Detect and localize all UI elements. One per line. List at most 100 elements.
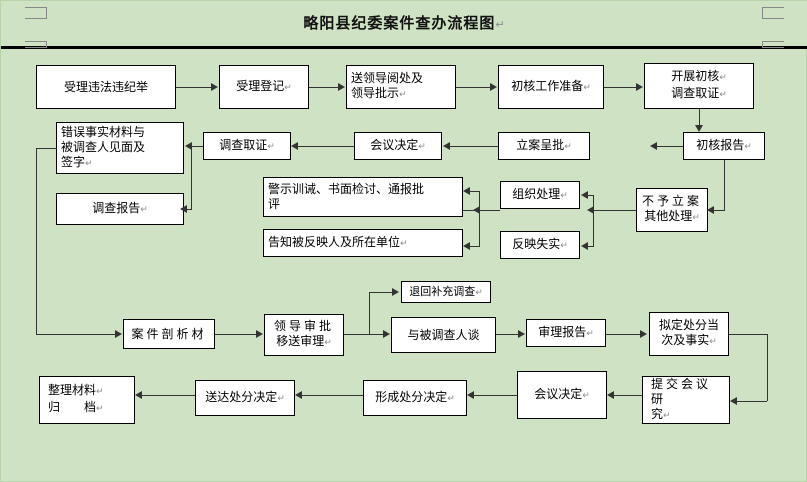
pilcrow-mark: ↵ bbox=[663, 410, 671, 421]
node-return-for-more[interactable]: 退回补充调查↵ bbox=[401, 281, 491, 303]
pilcrow-mark: ↵ bbox=[96, 387, 104, 397]
node-label: 初核工作准备 bbox=[511, 78, 584, 93]
pilcrow-mark: ↵ bbox=[399, 90, 407, 100]
connector-prelim-to-report bbox=[699, 109, 700, 127]
arrowhead-notify bbox=[463, 242, 470, 250]
node-case-analysis-material[interactable]: 案件剖析材 bbox=[123, 319, 215, 349]
node-evidence-collection[interactable]: 调查取证↵ bbox=[203, 132, 291, 160]
arrowhead-r5-b bbox=[467, 391, 474, 399]
arrowhead-report-untrue bbox=[581, 242, 588, 250]
connector-r2-a bbox=[656, 146, 683, 147]
node-label: 警示训诫、书面检讨、通报批 bbox=[268, 182, 425, 196]
pilcrow-mark: ↵ bbox=[400, 238, 408, 249]
pilcrow-mark: ↵ bbox=[447, 393, 455, 404]
node-label: 评 bbox=[268, 197, 281, 211]
pilcrow-mark: ↵ bbox=[564, 141, 572, 152]
node-org-handling[interactable]: 组织处理↵ bbox=[500, 181, 580, 209]
pilcrow-mark: ↵ bbox=[582, 390, 590, 401]
arrowhead-r2-a bbox=[650, 142, 657, 150]
node-warning-measures[interactable]: 警示训诫、书面检讨、通报批 评 bbox=[263, 177, 463, 217]
connector-r4-b bbox=[344, 334, 384, 335]
crop-mark-top-left bbox=[25, 7, 47, 19]
node-receive-report[interactable]: 受理违法违纪举 bbox=[36, 65, 176, 109]
node-label: 形成处分决定 bbox=[375, 389, 448, 404]
arrowhead-r2-b bbox=[443, 142, 450, 150]
node-archive-materials[interactable]: 整理材料↵ 归 档↵ bbox=[39, 376, 135, 424]
node-label: 送领导阅处及 bbox=[351, 71, 424, 85]
arrowhead-r5-c bbox=[295, 391, 302, 399]
node-meeting-decision-1[interactable]: 会议决定↵ bbox=[354, 132, 442, 160]
node-prelim-prep[interactable]: 初核工作准备↵ bbox=[498, 65, 604, 109]
header-band bbox=[1, 1, 807, 47]
connector-return-branch-h bbox=[369, 292, 393, 293]
node-investigation-report[interactable]: 调查报告↵ bbox=[56, 193, 184, 225]
pilcrow-mark: ↵ bbox=[418, 141, 426, 152]
arrowhead-case-analysis bbox=[115, 330, 122, 338]
arrowhead-nocase bbox=[707, 206, 714, 214]
node-case-approval[interactable]: 立案呈批↵ bbox=[498, 132, 590, 160]
connector-facts-branch-v bbox=[191, 146, 192, 209]
connector-r2-b bbox=[449, 146, 498, 147]
arrowhead-r1-b bbox=[338, 83, 345, 91]
pilcrow-mark: ↵ bbox=[475, 287, 483, 298]
node-meeting-decision-2[interactable]: 会议决定↵ bbox=[517, 371, 607, 419]
node-label: 告知被反映人及所在单位 bbox=[268, 234, 401, 249]
node-label: 归 档 bbox=[48, 400, 97, 414]
arrowhead-r5-a bbox=[607, 391, 614, 399]
connector-left-trunk-bottom bbox=[36, 334, 117, 335]
connector-r2-c bbox=[297, 146, 354, 147]
arrowhead-r4-d bbox=[640, 330, 647, 338]
arrowhead-r2-c bbox=[291, 142, 298, 150]
node-label: 组织处理 bbox=[512, 186, 561, 201]
node-label: 提交会议研 bbox=[651, 376, 712, 406]
node-label: 会议决定 bbox=[370, 137, 419, 152]
node-trial-report[interactable]: 审理报告↵ bbox=[526, 319, 606, 347]
node-leader-approval-transfer[interactable]: 领导审批 移送审理↵ bbox=[264, 314, 344, 356]
connector-return-branch-v bbox=[369, 292, 370, 334]
connector-loop-bottom bbox=[736, 401, 767, 402]
node-propose-punishment[interactable]: 拟定处分当 次及事实↵ bbox=[649, 312, 729, 356]
node-facts-confirmation[interactable]: 错误事实材料与 被调查人见面及 签字↵ bbox=[56, 122, 184, 174]
pilcrow-mark: ↵ bbox=[719, 90, 727, 100]
connector-report-to-nocase-v bbox=[724, 160, 725, 210]
pilcrow-mark: ↵ bbox=[719, 73, 727, 83]
node-deliver-decision[interactable]: 送达处分决定↵ bbox=[195, 380, 295, 416]
node-label: 受理登记 bbox=[236, 78, 285, 93]
connector-left-trunk-v bbox=[36, 148, 37, 334]
node-talk-with-subject[interactable]: 与被调查人谈 bbox=[391, 317, 496, 353]
pilcrow-mark: ↵ bbox=[140, 204, 148, 215]
node-registration[interactable]: 受理登记↵ bbox=[219, 65, 309, 109]
node-label: 立案呈批 bbox=[516, 137, 565, 152]
connector-r4-a bbox=[215, 334, 257, 335]
node-label: 错误事实材料与 bbox=[61, 124, 146, 139]
connector-r5-d bbox=[142, 395, 195, 396]
node-label: 领导审批 bbox=[273, 319, 334, 333]
node-report-untrue[interactable]: 反映失实↵ bbox=[500, 231, 580, 259]
connector-nocase-out bbox=[593, 210, 636, 211]
arrowhead-r5-d bbox=[135, 391, 142, 399]
pilcrow-mark: ↵ bbox=[85, 158, 93, 169]
node-prelim-investigation[interactable]: 开展初核↵ 调查取证↵ bbox=[644, 63, 754, 109]
connector-report-to-nocase-h bbox=[714, 210, 725, 211]
connector-nocase-bus-v bbox=[593, 195, 594, 247]
node-label: 初核报告 bbox=[696, 137, 745, 152]
node-leader-review[interactable]: 送领导阅处及 领导批示↵ bbox=[346, 65, 456, 109]
node-form-punishment-decision[interactable]: 形成处分决定↵ bbox=[363, 380, 467, 416]
header-divider bbox=[1, 46, 807, 49]
node-notify-reported[interactable]: 告知被反映人及所在单位↵ bbox=[263, 229, 463, 257]
pilcrow-mark: ↵ bbox=[284, 82, 292, 93]
arrowhead-warning bbox=[463, 187, 470, 195]
connector-notify-h bbox=[469, 246, 480, 247]
node-no-case-other[interactable]: 不予立案 其他处理↵ bbox=[636, 188, 708, 232]
arrowhead-r1-d bbox=[636, 83, 643, 91]
node-label: 与被调查人谈 bbox=[407, 327, 480, 342]
node-prelim-report[interactable]: 初核报告↵ bbox=[683, 132, 765, 160]
node-label: 拟定处分当 bbox=[658, 318, 719, 332]
connector-facts-branch-h bbox=[185, 209, 192, 210]
node-label: 案件剖析材 bbox=[131, 326, 207, 341]
connector-loop-top bbox=[729, 334, 767, 335]
page-title: 略阳县纪委案件查办流程图↵ bbox=[1, 12, 807, 33]
node-label: 审理报告 bbox=[538, 324, 587, 339]
node-submit-to-meeting[interactable]: 提交会议研 究↵ bbox=[642, 376, 730, 424]
arrowhead-org-handling bbox=[581, 191, 588, 199]
